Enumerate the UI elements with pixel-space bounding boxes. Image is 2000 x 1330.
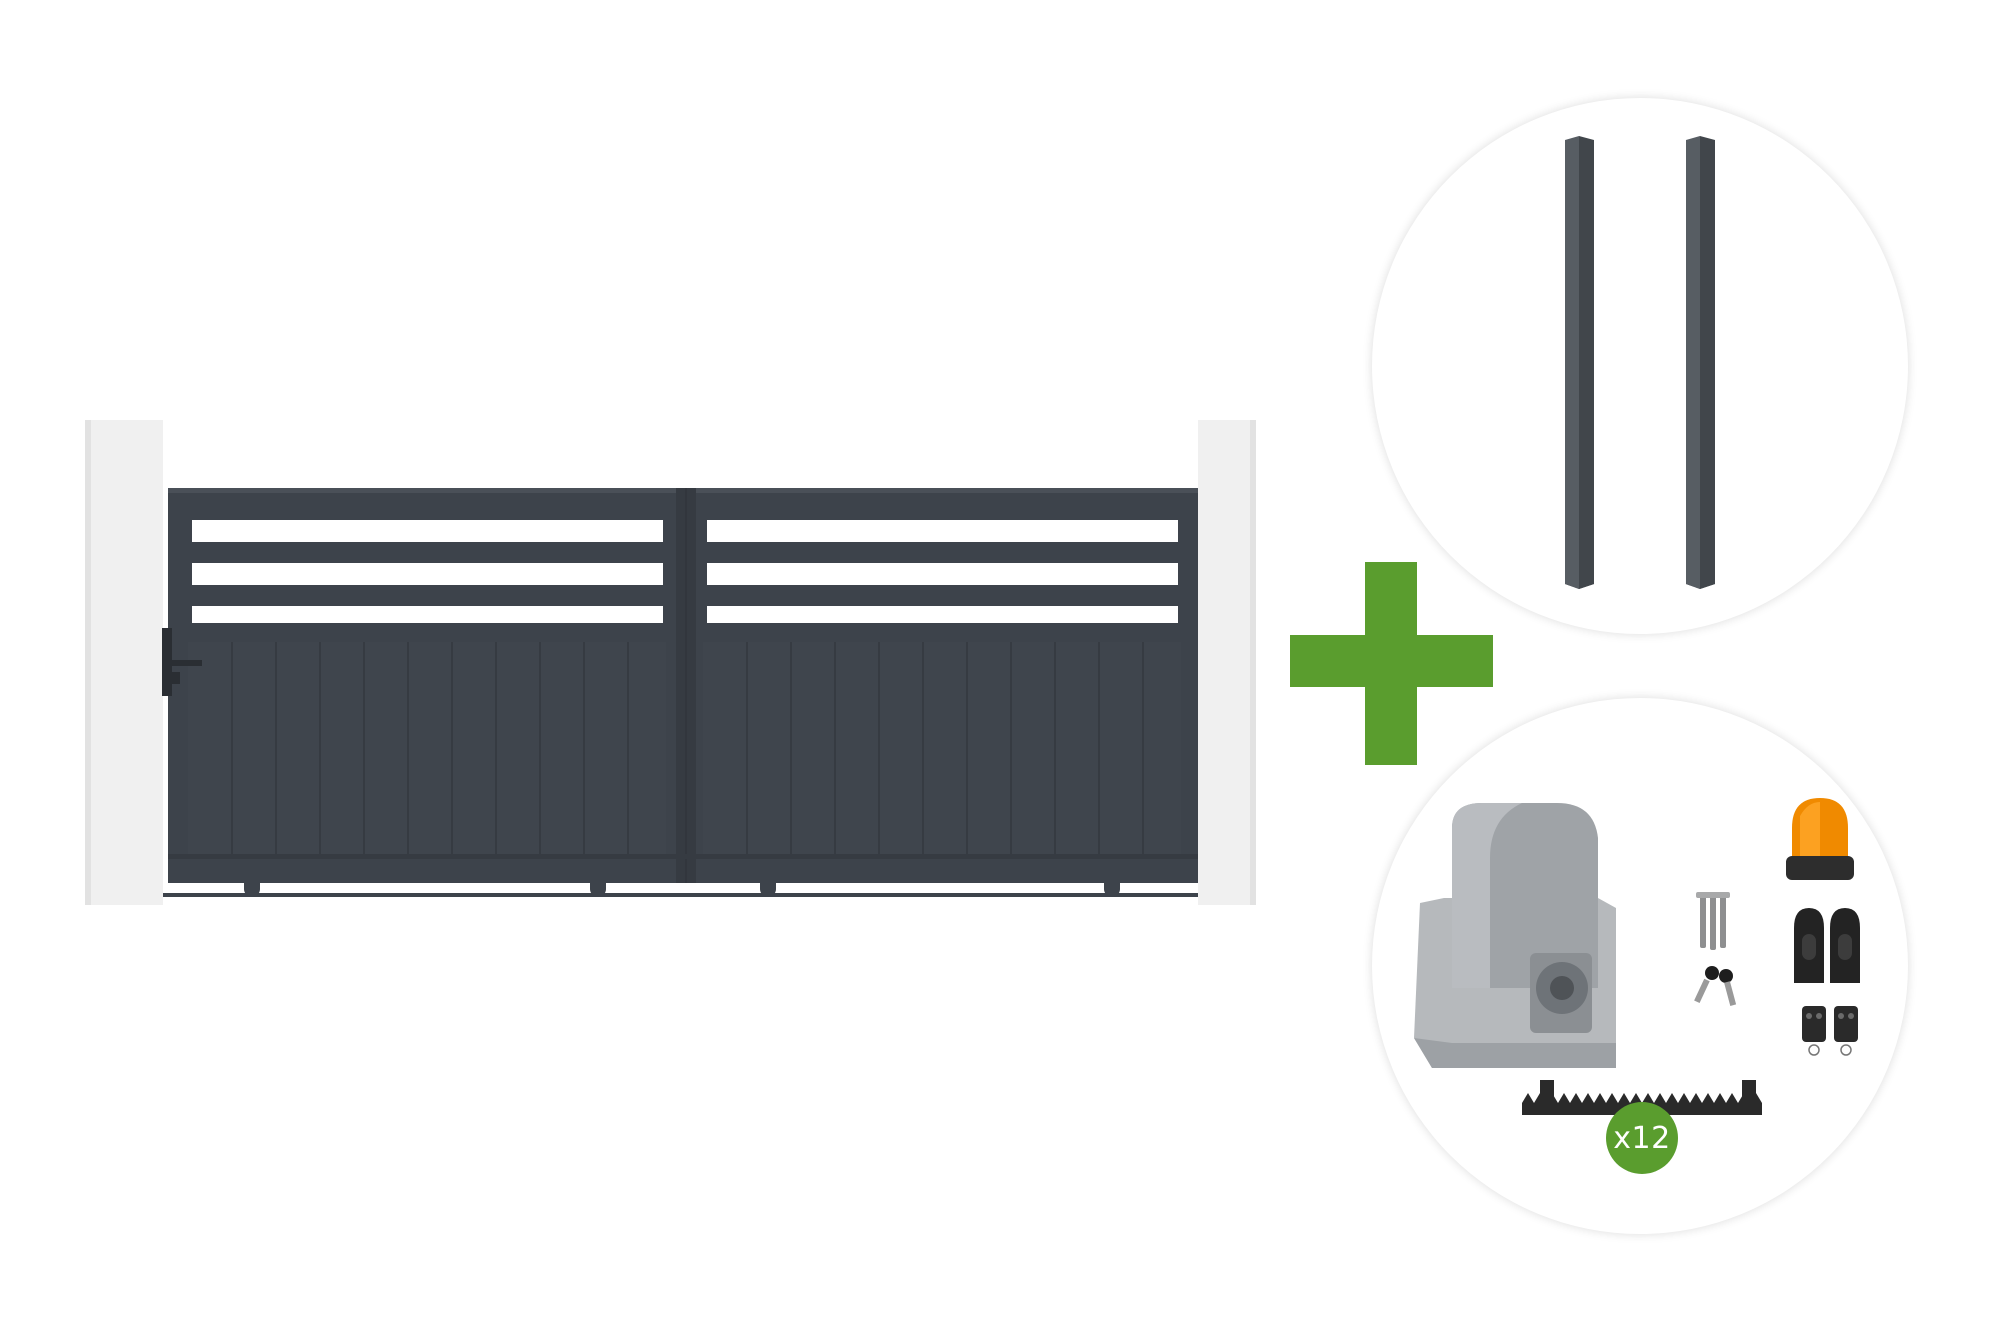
post-right	[1686, 136, 1715, 589]
keys-icon	[1694, 966, 1737, 1006]
posts-circle	[1372, 98, 1908, 634]
remote-control-icon	[1802, 1006, 1858, 1056]
post-left	[1565, 136, 1594, 589]
gate-handle-icon	[162, 628, 202, 696]
plus-icon	[1290, 562, 1493, 765]
photocell-sensors-icon	[1794, 908, 1860, 983]
motor-kit-circle: x12	[1372, 698, 1908, 1234]
gate-motor-icon	[1414, 803, 1616, 1068]
square-post-icon	[1565, 136, 1715, 589]
gate-infill-panels	[168, 642, 1198, 859]
left-pillar	[85, 420, 163, 905]
orange-warning-light-icon	[1786, 798, 1854, 880]
ground-rail	[163, 893, 1198, 897]
rack-quantity-badge: x12	[1606, 1102, 1678, 1174]
rack-quantity-label: x12	[1613, 1120, 1671, 1156]
anchor-screws-icon	[1696, 892, 1730, 950]
sliding-gate	[85, 420, 1256, 905]
right-pillar	[1198, 420, 1256, 905]
gate-wheels	[244, 883, 1120, 897]
gate-slat-openings	[192, 520, 1178, 623]
